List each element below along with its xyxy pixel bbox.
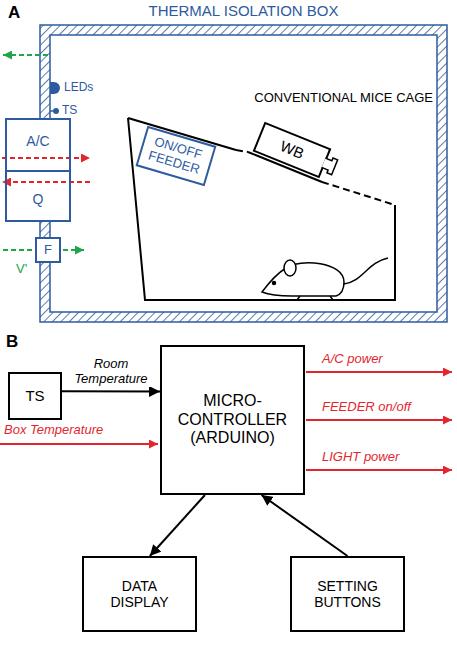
signal-label: LIGHT power [322,450,399,465]
cage-lid-dashed [236,150,248,152]
cage-outline [128,90,433,302]
fan-ground [35,237,61,263]
label-anchor: LEDs [64,81,93,95]
display-box: DATA DISPLAY [82,556,197,632]
led-symbol [50,82,60,94]
mouse-figure [262,258,388,300]
sensor-dot [53,108,59,114]
label-anchor: V' [16,262,27,277]
label-anchor: Room Temperature [67,357,155,387]
mouse-eye [273,282,276,285]
signal-arrow [0,443,158,445]
heat-in-arrow [2,157,90,159]
panel-letter: A [8,3,20,23]
controller-box: MICRO- CONTROLLER (ARDUINO) [160,345,305,495]
label-anchor: TS [62,104,77,118]
ac-ground [8,120,68,220]
ac-unit: A/CQ [5,118,71,222]
box-text: DATA DISPLAY [94,578,186,610]
heat-out-arrow [2,181,90,183]
air-in-line [3,249,33,251]
nozzle-shape [320,156,337,175]
box-text: SETTING BUTTONS [302,578,394,610]
label-anchor: A [8,3,20,23]
signal-arrow [306,419,452,421]
air-in-arrow [63,249,84,251]
label-anchor: A/C power [322,352,383,367]
label-anchor: Box Temperature [4,423,103,438]
box-text: MICRO- CONTROLLER (ARDUINO) [172,392,294,447]
sensor-box: TS [8,372,62,420]
fan-box: F [35,237,61,263]
box-text: CONVENTIONAL MICE CAGE [128,91,433,106]
buttons-box: SETTING BUTTONS [290,556,405,632]
signal-label: FEEDER on/off [322,400,411,415]
cage-wall [128,118,395,300]
panel-letter: B [6,332,18,352]
connector-arrow [262,495,348,556]
feeder-box: ON/OFF FEEDER [135,126,216,187]
signal-label: Box Temperature [4,423,103,438]
label-anchor: LIGHT power [322,450,399,465]
box-text: A/C [7,120,69,170]
signal-label: A/C power [322,352,383,367]
flow-label: V' [16,262,27,277]
mouse-ear [284,260,296,276]
mouse-cage: CONVENTIONAL MICE CAGE ON/OFF FEEDER WB [128,90,433,302]
box-text: TS [25,387,44,404]
cage-lid-dashed [322,182,395,205]
hatched-wall [40,25,447,322]
label-anchor: FEEDER on/off [322,400,411,415]
part-label: TS [62,104,77,118]
air-out-arrow [3,54,48,56]
signal-arrow [306,371,452,373]
edge-label: Room Temperature [67,357,155,387]
isolation-box: THERMAL ISOLATION BOXCONVENTIONAL MICE C… [40,25,447,322]
connector-arrow [150,495,205,556]
label-anchor: B [6,332,18,352]
part-label: LEDs [64,81,93,95]
nozzle [321,157,339,175]
heat-label: Q [7,170,69,220]
box-title: THERMAL ISOLATION BOX [40,2,447,19]
signal-arrow [306,469,452,471]
box-text: F [44,243,52,258]
box-text: WB [277,138,306,163]
mouse-tail [344,258,388,284]
mouse-body [262,263,344,296]
connector-arrow [62,390,160,392]
